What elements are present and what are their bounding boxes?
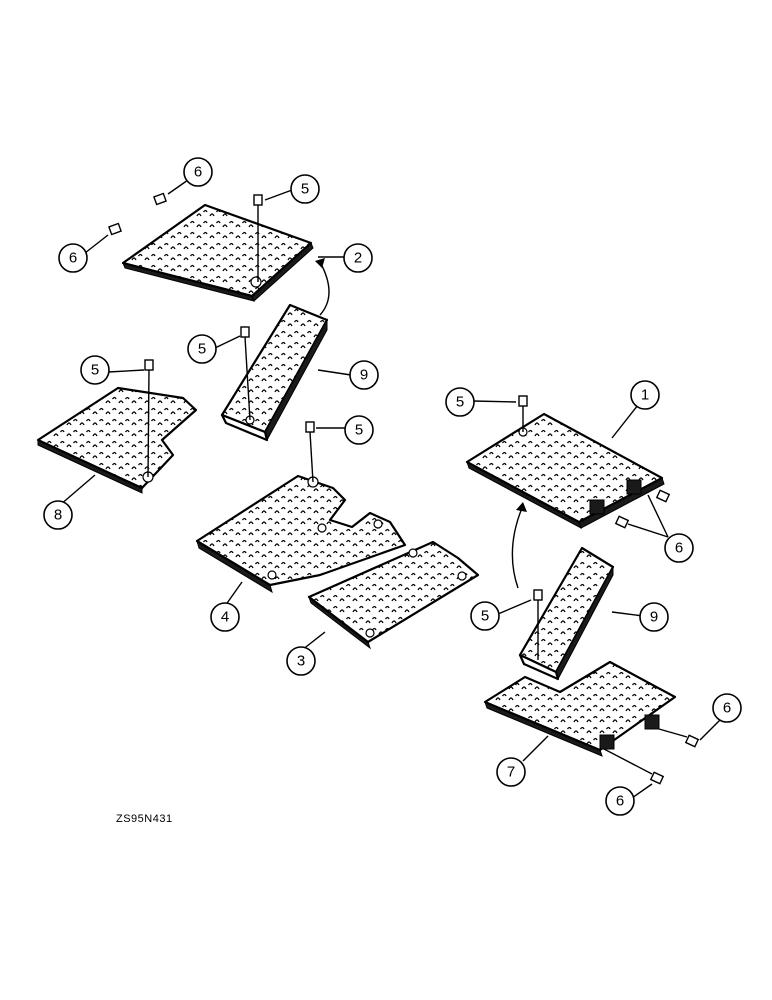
callout-4: 4 (210, 602, 240, 632)
callout-8: 8 (43, 500, 73, 530)
svg-text:6: 6 (69, 250, 77, 267)
callout-6-right: 6 (664, 533, 694, 563)
floor-plate-1 (465, 412, 665, 530)
svg-text:6: 6 (616, 793, 624, 810)
floor-plate-3 (307, 540, 480, 650)
swing-arrows (315, 258, 527, 589)
svg-text:4: 4 (221, 609, 229, 626)
step-plate-9-upper (220, 303, 329, 442)
callout-5-right: 5 (445, 387, 475, 417)
callout-5-left: 5 (80, 355, 110, 385)
svg-text:5: 5 (198, 341, 206, 358)
svg-text:5: 5 (355, 422, 363, 439)
callout-9-upper: 9 (349, 360, 379, 390)
callout-5-step: 5 (187, 334, 217, 364)
svg-text:7: 7 (507, 764, 515, 781)
svg-text:6: 6 (723, 700, 731, 717)
svg-text:5: 5 (91, 362, 99, 379)
svg-text:5: 5 (481, 608, 489, 625)
svg-text:8: 8 (54, 507, 62, 524)
svg-text:1: 1 (641, 387, 649, 404)
svg-text:9: 9 (650, 609, 658, 626)
callout-5-top: 5 (290, 174, 320, 204)
floor-plate-4 (195, 474, 407, 594)
callout-6-bottom: 6 (605, 786, 635, 816)
svg-text:3: 3 (297, 653, 305, 670)
step-plate-9-lower (518, 546, 615, 681)
callout-1: 1 (630, 380, 660, 410)
svg-text:9: 9 (360, 367, 368, 384)
callouts: 6 5 6 2 5 9 5 8 5 4 3 5 1 6 5 9 6 7 6 (43, 157, 742, 816)
svg-text:2: 2 (354, 250, 362, 267)
callout-6-left: 6 (58, 243, 88, 273)
svg-text:5: 5 (301, 181, 309, 198)
floor-plate-8 (36, 386, 198, 494)
bolts (108, 192, 700, 785)
leader-lines (59, 179, 721, 799)
callout-7: 7 (496, 757, 526, 787)
callout-9-lower: 9 (639, 602, 669, 632)
callout-6-top: 6 (183, 157, 213, 187)
callout-5-center: 5 (344, 415, 374, 445)
svg-text:6: 6 (194, 164, 202, 181)
floor-plate-2 (121, 203, 314, 302)
floor-plate-7 (483, 660, 677, 757)
callout-3: 3 (286, 646, 316, 676)
figure-id: ZS95N431 (116, 813, 173, 825)
callout-5-lower: 5 (470, 601, 500, 631)
svg-text:6: 6 (675, 540, 683, 557)
svg-text:5: 5 (456, 394, 464, 411)
callout-2: 2 (343, 243, 373, 273)
callout-6-lower-right: 6 (712, 693, 742, 723)
